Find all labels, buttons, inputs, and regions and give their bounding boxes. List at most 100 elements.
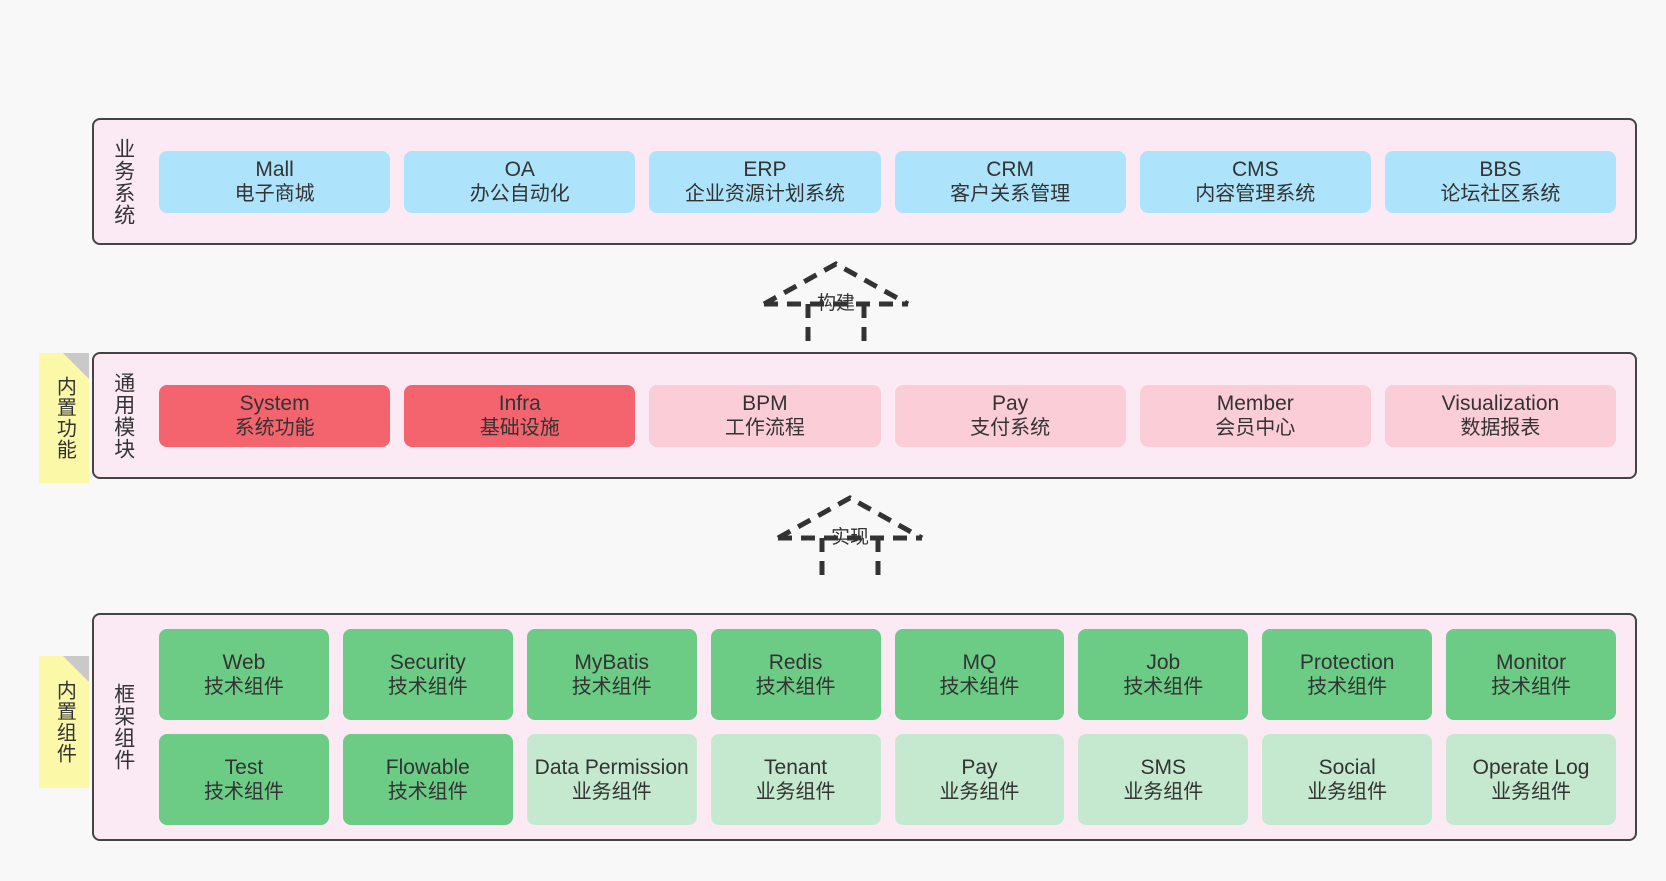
card-desc: 技术组件 [387,676,468,699]
card-desc: 技术组件 [939,676,1020,699]
card-desc: 企业资源计划系统 [684,183,845,206]
business-system-title: 业务系统 [111,137,135,226]
card-name: Visualization [1441,391,1560,415]
implement-arrow-label: 实现 [831,527,870,548]
note-fold-corner [63,656,89,682]
card-desc: 电子商城 [234,183,315,206]
card-name: CRM [986,157,1035,181]
card-name: Member [1216,391,1294,415]
card-desc: 支付系统 [970,417,1051,440]
card-desc: 业务组件 [1307,781,1388,804]
card-desc: 业务组件 [1491,781,1572,804]
build-arrow-label: 构建 [817,293,856,314]
card-desc: 工作流程 [724,417,805,440]
card-name: MyBatis [574,650,650,674]
card-name: MQ [962,650,997,674]
builtin-component-note-label: 内置组件 [53,680,76,764]
card-name: System [239,391,310,415]
card-name: Protection [1299,650,1395,674]
builtin-function-note: 内置功能 [39,353,89,483]
card-desc: 技术组件 [203,676,284,699]
card-name: OA [504,157,535,181]
builtin-function-note-label: 内置功能 [53,376,76,460]
framework-component-title: 框架组件 [111,683,135,771]
card-name: SMS [1140,755,1187,779]
note-fold-corner [63,353,89,379]
card-name: Test [224,755,264,779]
card-name: Pay [992,391,1029,415]
card-name: ERP [743,157,787,181]
card-name: Mall [255,157,294,181]
card-name: Data Permission [534,755,689,779]
card-desc: 技术组件 [1307,676,1388,699]
card-desc: 技术组件 [571,676,652,699]
card-desc: 技术组件 [1123,676,1204,699]
card-desc: 业务组件 [939,781,1020,804]
card-name: Operate Log [1472,755,1590,779]
card-desc: 业务组件 [755,781,836,804]
card-name: Redis [768,650,823,674]
card-desc: 业务组件 [571,781,652,804]
card-desc: 内容管理系统 [1195,183,1316,206]
card-name: Infra [498,391,541,415]
card-desc: 技术组件 [1491,676,1572,699]
card-name: Social [1318,755,1376,779]
card-desc: 业务组件 [1123,781,1204,804]
implement-arrow [770,490,930,582]
card-desc: 客户关系管理 [950,183,1071,206]
card-desc: 技术组件 [203,781,284,804]
builtin-component-note: 内置组件 [39,656,89,788]
card-name: BPM [742,391,788,415]
card-desc: 基础设施 [479,417,560,440]
card-desc: 系统功能 [234,417,315,440]
card-name: Pay [961,755,998,779]
card-desc: 办公自动化 [469,183,570,206]
card-desc: 技术组件 [755,676,836,699]
card-name: Monitor [1496,650,1567,674]
build-arrow [756,256,916,348]
card-name: CMS [1231,157,1279,181]
card-desc: 技术组件 [387,781,468,804]
card-name: Job [1146,650,1181,674]
common-module-title: 通用模块 [111,371,135,460]
card-name: Tenant [764,755,828,779]
card-name: Web [222,650,266,674]
card-desc: 论坛社区系统 [1440,183,1561,206]
